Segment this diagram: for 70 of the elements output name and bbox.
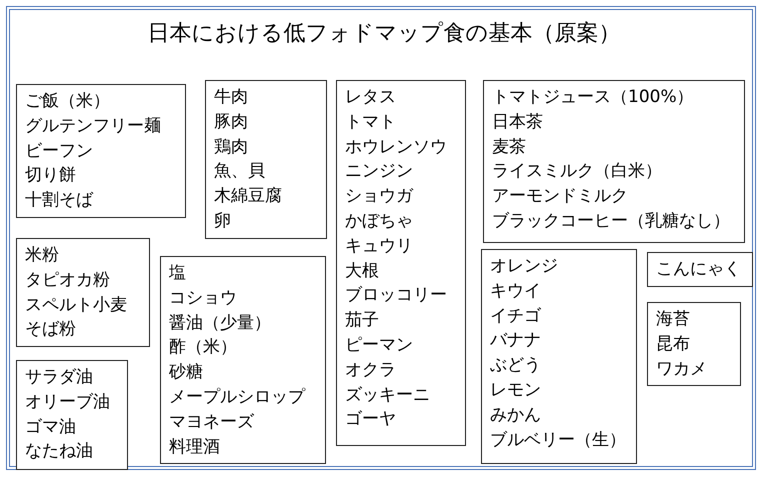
food-item: ピーマン (345, 334, 414, 357)
food-item: レタス (345, 86, 397, 109)
food-item: タピオカ粉 (25, 268, 111, 292)
food-item: なたね油 (25, 440, 94, 464)
food-item: こんにゃく (656, 258, 742, 281)
food-item: 豚肉 (214, 110, 249, 134)
food-item: 大根 (345, 260, 380, 283)
food-item: トマトジュース（100%） (492, 86, 695, 109)
food-item: オレンジ (490, 255, 559, 278)
food-item: アーモンドミルク (492, 185, 629, 208)
food-item: 魚、貝 (214, 160, 266, 184)
food-item: トマト (345, 110, 397, 134)
food-item: メープルシロップ (169, 386, 306, 409)
food-list-box (16, 360, 128, 470)
food-item: ホウレンソウ (345, 136, 448, 159)
food-list-box (16, 84, 186, 218)
food-item: 料理酒 (169, 436, 221, 459)
food-item: ビーフン (25, 140, 94, 163)
food-item: 塩 (169, 262, 187, 285)
food-item: 木綿豆腐 (214, 185, 283, 208)
diagram-title: 日本における低フォドマップ食の基本（原案） (146, 20, 622, 48)
food-item: オリーブ油 (25, 390, 111, 414)
food-item: 十割そば (25, 189, 94, 212)
food-item: ぶどう (490, 354, 542, 378)
food-item: みかん (490, 404, 542, 427)
food-item: ワカメ (656, 358, 708, 381)
food-item: サラダ油 (25, 366, 94, 389)
food-item: ゴマ油 (25, 416, 77, 439)
food-item: コショウ (169, 286, 238, 310)
food-list-box (16, 238, 150, 348)
food-item: ご飯（米） (25, 90, 111, 113)
food-item: ニンジン (345, 160, 414, 184)
food-item: スペルト小麦 (25, 294, 128, 317)
food-list-box (160, 256, 326, 464)
food-item: ブルベリー（生） (490, 428, 627, 452)
food-list-box (205, 80, 327, 239)
food-item: オクラ (345, 358, 397, 382)
food-item: グルテンフリー麺 (25, 114, 162, 138)
food-item: ブラックコーヒー（乳糖なし） (492, 210, 731, 233)
food-item: 酢（米） (169, 336, 238, 360)
food-item: ゴーヤ (345, 408, 397, 432)
food-item: かぼちゃ (345, 210, 414, 233)
food-list-box (336, 80, 466, 446)
food-item: 米粉 (25, 244, 60, 267)
food-item: そば粉 (25, 318, 77, 342)
food-item: 砂糖 (169, 361, 204, 384)
food-item: ショウガ (345, 185, 414, 208)
food-item: バナナ (490, 329, 542, 352)
food-item: レモン (490, 378, 542, 402)
food-item: 切り餅 (25, 164, 77, 188)
food-item: キュウリ (345, 234, 414, 258)
food-list-box (481, 249, 637, 464)
food-item: マヨネーズ (169, 410, 255, 434)
food-item: 醤油（少量） (169, 312, 272, 335)
food-item: 日本茶 (492, 110, 544, 134)
food-item: 海苔 (656, 308, 691, 331)
food-item: 茄子 (345, 309, 380, 332)
food-item: ライスミルク（白米） (492, 160, 663, 184)
food-item: イチゴ (490, 304, 542, 328)
food-item: ブロッコリー (345, 284, 448, 308)
food-list-box (647, 252, 753, 287)
food-list-box (647, 302, 741, 386)
food-item: ズッキーニ (345, 384, 431, 407)
food-item: キウイ (490, 280, 542, 303)
food-list-box (483, 80, 745, 243)
food-item: 卵 (214, 210, 232, 233)
food-item: 鶏肉 (214, 136, 249, 159)
food-item: 麦茶 (492, 136, 527, 159)
food-item: 牛肉 (214, 86, 249, 109)
food-item: 昆布 (656, 332, 691, 356)
